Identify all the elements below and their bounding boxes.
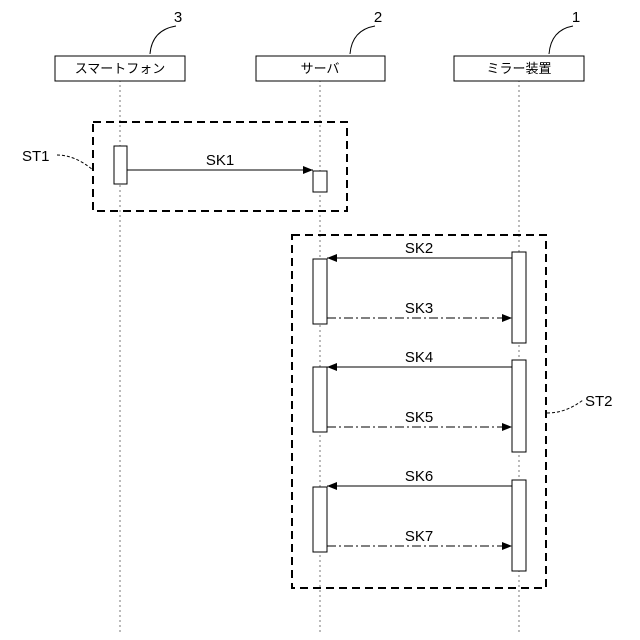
- activation-bar: [512, 360, 526, 452]
- message-label: SK6: [405, 468, 433, 485]
- activation-bar: [313, 367, 327, 432]
- message-sk1: SK1: [127, 152, 313, 170]
- activation-bar: [512, 480, 526, 571]
- activation-bar: [313, 259, 327, 324]
- participant-label: スマートフォン: [75, 62, 166, 77]
- message-sk4: SK4: [327, 349, 512, 367]
- message-sk7: SK7: [327, 528, 512, 546]
- participant-smartphone: スマートフォン: [55, 56, 185, 81]
- group-st1: ST1: [22, 122, 347, 211]
- message-sk2: SK2: [327, 240, 512, 258]
- message-sk3: SK3: [327, 300, 512, 318]
- participant-label: ミラー装置: [486, 62, 551, 77]
- group-label: ST1: [22, 148, 50, 165]
- group-st2: ST2: [292, 235, 613, 588]
- ref-smartphone: 3: [150, 9, 182, 54]
- message-sk6: SK6: [327, 468, 512, 486]
- message-label: SK1: [206, 152, 234, 169]
- activation-bar: [512, 252, 526, 343]
- message-label: SK2: [405, 240, 433, 257]
- message-label: SK5: [405, 409, 433, 426]
- group-label: ST2: [585, 393, 613, 410]
- message-label: SK7: [405, 528, 433, 545]
- ref-mirror-device: 1: [549, 9, 580, 54]
- message-sk5: SK5: [327, 409, 512, 427]
- participant-mirror-device: ミラー装置: [454, 56, 584, 81]
- ref-numeral: 2: [374, 9, 382, 26]
- ref-server: 2: [350, 9, 382, 54]
- activation-bar: [114, 146, 127, 184]
- message-label: SK3: [405, 300, 433, 317]
- ref-numeral: 1: [572, 9, 580, 26]
- activation-bar: [313, 487, 327, 552]
- ref-numeral: 3: [174, 9, 182, 26]
- activation-bar: [313, 171, 327, 192]
- participant-server: サーバ: [256, 56, 385, 81]
- participant-label: サーバ: [301, 62, 340, 77]
- message-label: SK4: [405, 349, 433, 366]
